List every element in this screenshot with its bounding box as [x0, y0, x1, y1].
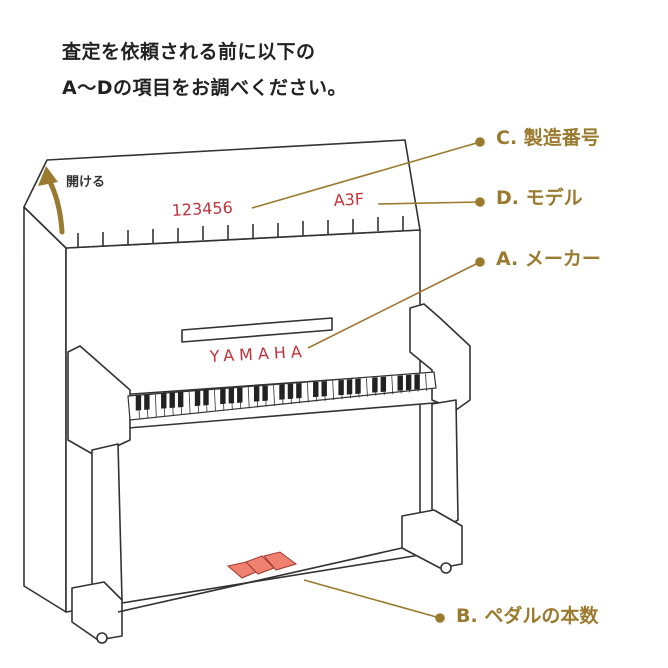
black-key: [372, 377, 378, 393]
black-key: [279, 384, 285, 400]
callout-serial-number: C. 製造番号: [496, 127, 600, 149]
white-key-divider: [247, 387, 250, 409]
black-key: [296, 383, 302, 399]
lid-open-arrow-icon: [38, 166, 65, 235]
bottom-rail: [117, 547, 403, 613]
right-arm: [409, 303, 471, 411]
right-caster: [440, 562, 452, 574]
black-key: [338, 379, 344, 396]
callout-model: D. モデル: [496, 187, 583, 209]
instruction-heading: 査定を依頼される前に以下の A〜Dの項目をお調べください。: [62, 34, 347, 106]
black-key: [262, 385, 268, 401]
black-key: [194, 390, 201, 407]
lid-open-label: 開ける: [66, 175, 105, 190]
black-key: [169, 392, 175, 409]
white-key-divider: [391, 376, 394, 395]
black-key: [355, 378, 361, 394]
white-key-divider: [188, 391, 191, 415]
heading-line-2: A〜Dの項目をお調べください。: [62, 77, 347, 99]
callout-maker: A. メーカー: [496, 248, 601, 270]
black-key: [397, 375, 403, 391]
pedal-right: [263, 551, 298, 571]
model-code-text: A3F: [333, 189, 364, 210]
black-key: [161, 393, 167, 409]
black-key: [220, 388, 226, 405]
black-key: [380, 376, 387, 393]
black-key: [228, 388, 235, 404]
black-key: [237, 387, 243, 403]
black-key: [203, 390, 209, 406]
black-key: [414, 374, 420, 390]
callout-leaders: [251, 137, 485, 623]
keyboard: [127, 371, 437, 421]
lid-ticks: [77, 216, 404, 247]
name-board: [181, 317, 333, 343]
white-key-divider: [154, 394, 157, 418]
black-key: [253, 386, 260, 402]
left-foot: [71, 581, 123, 641]
black-key: [144, 394, 150, 410]
white-key-divider: [366, 378, 368, 397]
black-key: [346, 379, 353, 395]
white-key-divider: [332, 380, 335, 401]
white-key-divider: [306, 382, 309, 403]
open-lid: [23, 139, 421, 249]
cabinet-left-side: [23, 206, 67, 613]
black-key: [313, 381, 319, 398]
black-key: [287, 383, 294, 400]
black-key: [321, 381, 327, 397]
white-key-divider: [214, 389, 216, 412]
heading-line-1: 査定を依頼される前に以下の: [62, 41, 316, 63]
pedals: [226, 551, 298, 579]
black-key: [405, 374, 412, 391]
black-key: [177, 391, 184, 408]
serial-number-text: 123456: [171, 198, 233, 220]
white-key-divider: [273, 385, 275, 406]
white-key-divider: [425, 373, 427, 391]
left-caster: [96, 632, 108, 644]
black-key: [135, 395, 142, 411]
callout-pedal-count: B. ペダルの本数: [456, 605, 599, 627]
